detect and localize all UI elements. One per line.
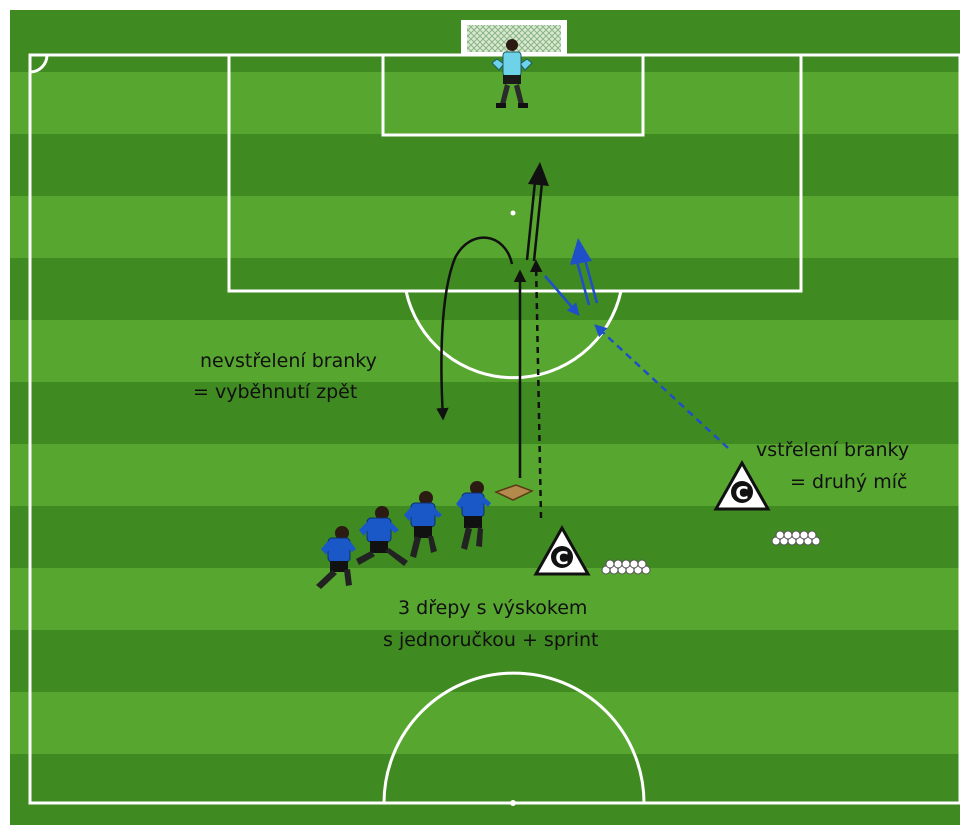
coach-cone-center: C: [533, 524, 591, 576]
svg-text:nevstřelení branky: nevstřelení branky: [200, 350, 377, 372]
svg-text:3 dřepy s výskokem: 3 dřepy s výskokem: [398, 597, 587, 619]
centre-spot: [510, 800, 516, 806]
corner-arc: [29, 54, 49, 74]
blue-run-arrow: [544, 275, 580, 316]
shot-double-arrow: [525, 162, 549, 262]
svg-text:s jednoručkou + sprint: s jednoručkou + sprint: [383, 629, 598, 651]
player-3-icon: [356, 506, 408, 566]
pass-dashed-arrow: [529, 259, 543, 519]
player-1-icon: [456, 481, 491, 550]
svg-text:= druhý míč: = druhý míč: [790, 471, 907, 493]
svg-text:vstřelení branky: vstřelení branky: [756, 439, 909, 461]
player-4-icon: [316, 526, 356, 589]
miss-label: nevstřelení branky = vyběhnutí zpět: [193, 350, 377, 403]
penalty-spot: [510, 210, 516, 216]
svg-text:= vyběhnutí zpět: = vyběhnutí zpět: [193, 381, 357, 403]
dumbbell-icon: [494, 484, 534, 501]
centre-circle: [382, 671, 646, 804]
coach-cone-right: C: [713, 459, 771, 511]
goal: [461, 20, 567, 55]
svg-text:C: C: [555, 548, 568, 569]
grass: [10, 10, 960, 825]
return-run-arrow: [436, 236, 514, 421]
score-label: vstřelení branky = druhý míč: [756, 439, 909, 493]
goalkeeper-icon: [491, 39, 533, 108]
ball-stack-center: [601, 559, 651, 575]
second-ball-pass-arrow: [594, 324, 729, 449]
ball-stack-right: [771, 530, 821, 546]
svg-text:C: C: [735, 483, 748, 504]
blue-shot-double-arrow: [570, 238, 599, 306]
drill-label: 3 dřepy s výskokem s jednoručkou + sprin…: [383, 597, 598, 651]
player-2-icon: [404, 491, 442, 558]
